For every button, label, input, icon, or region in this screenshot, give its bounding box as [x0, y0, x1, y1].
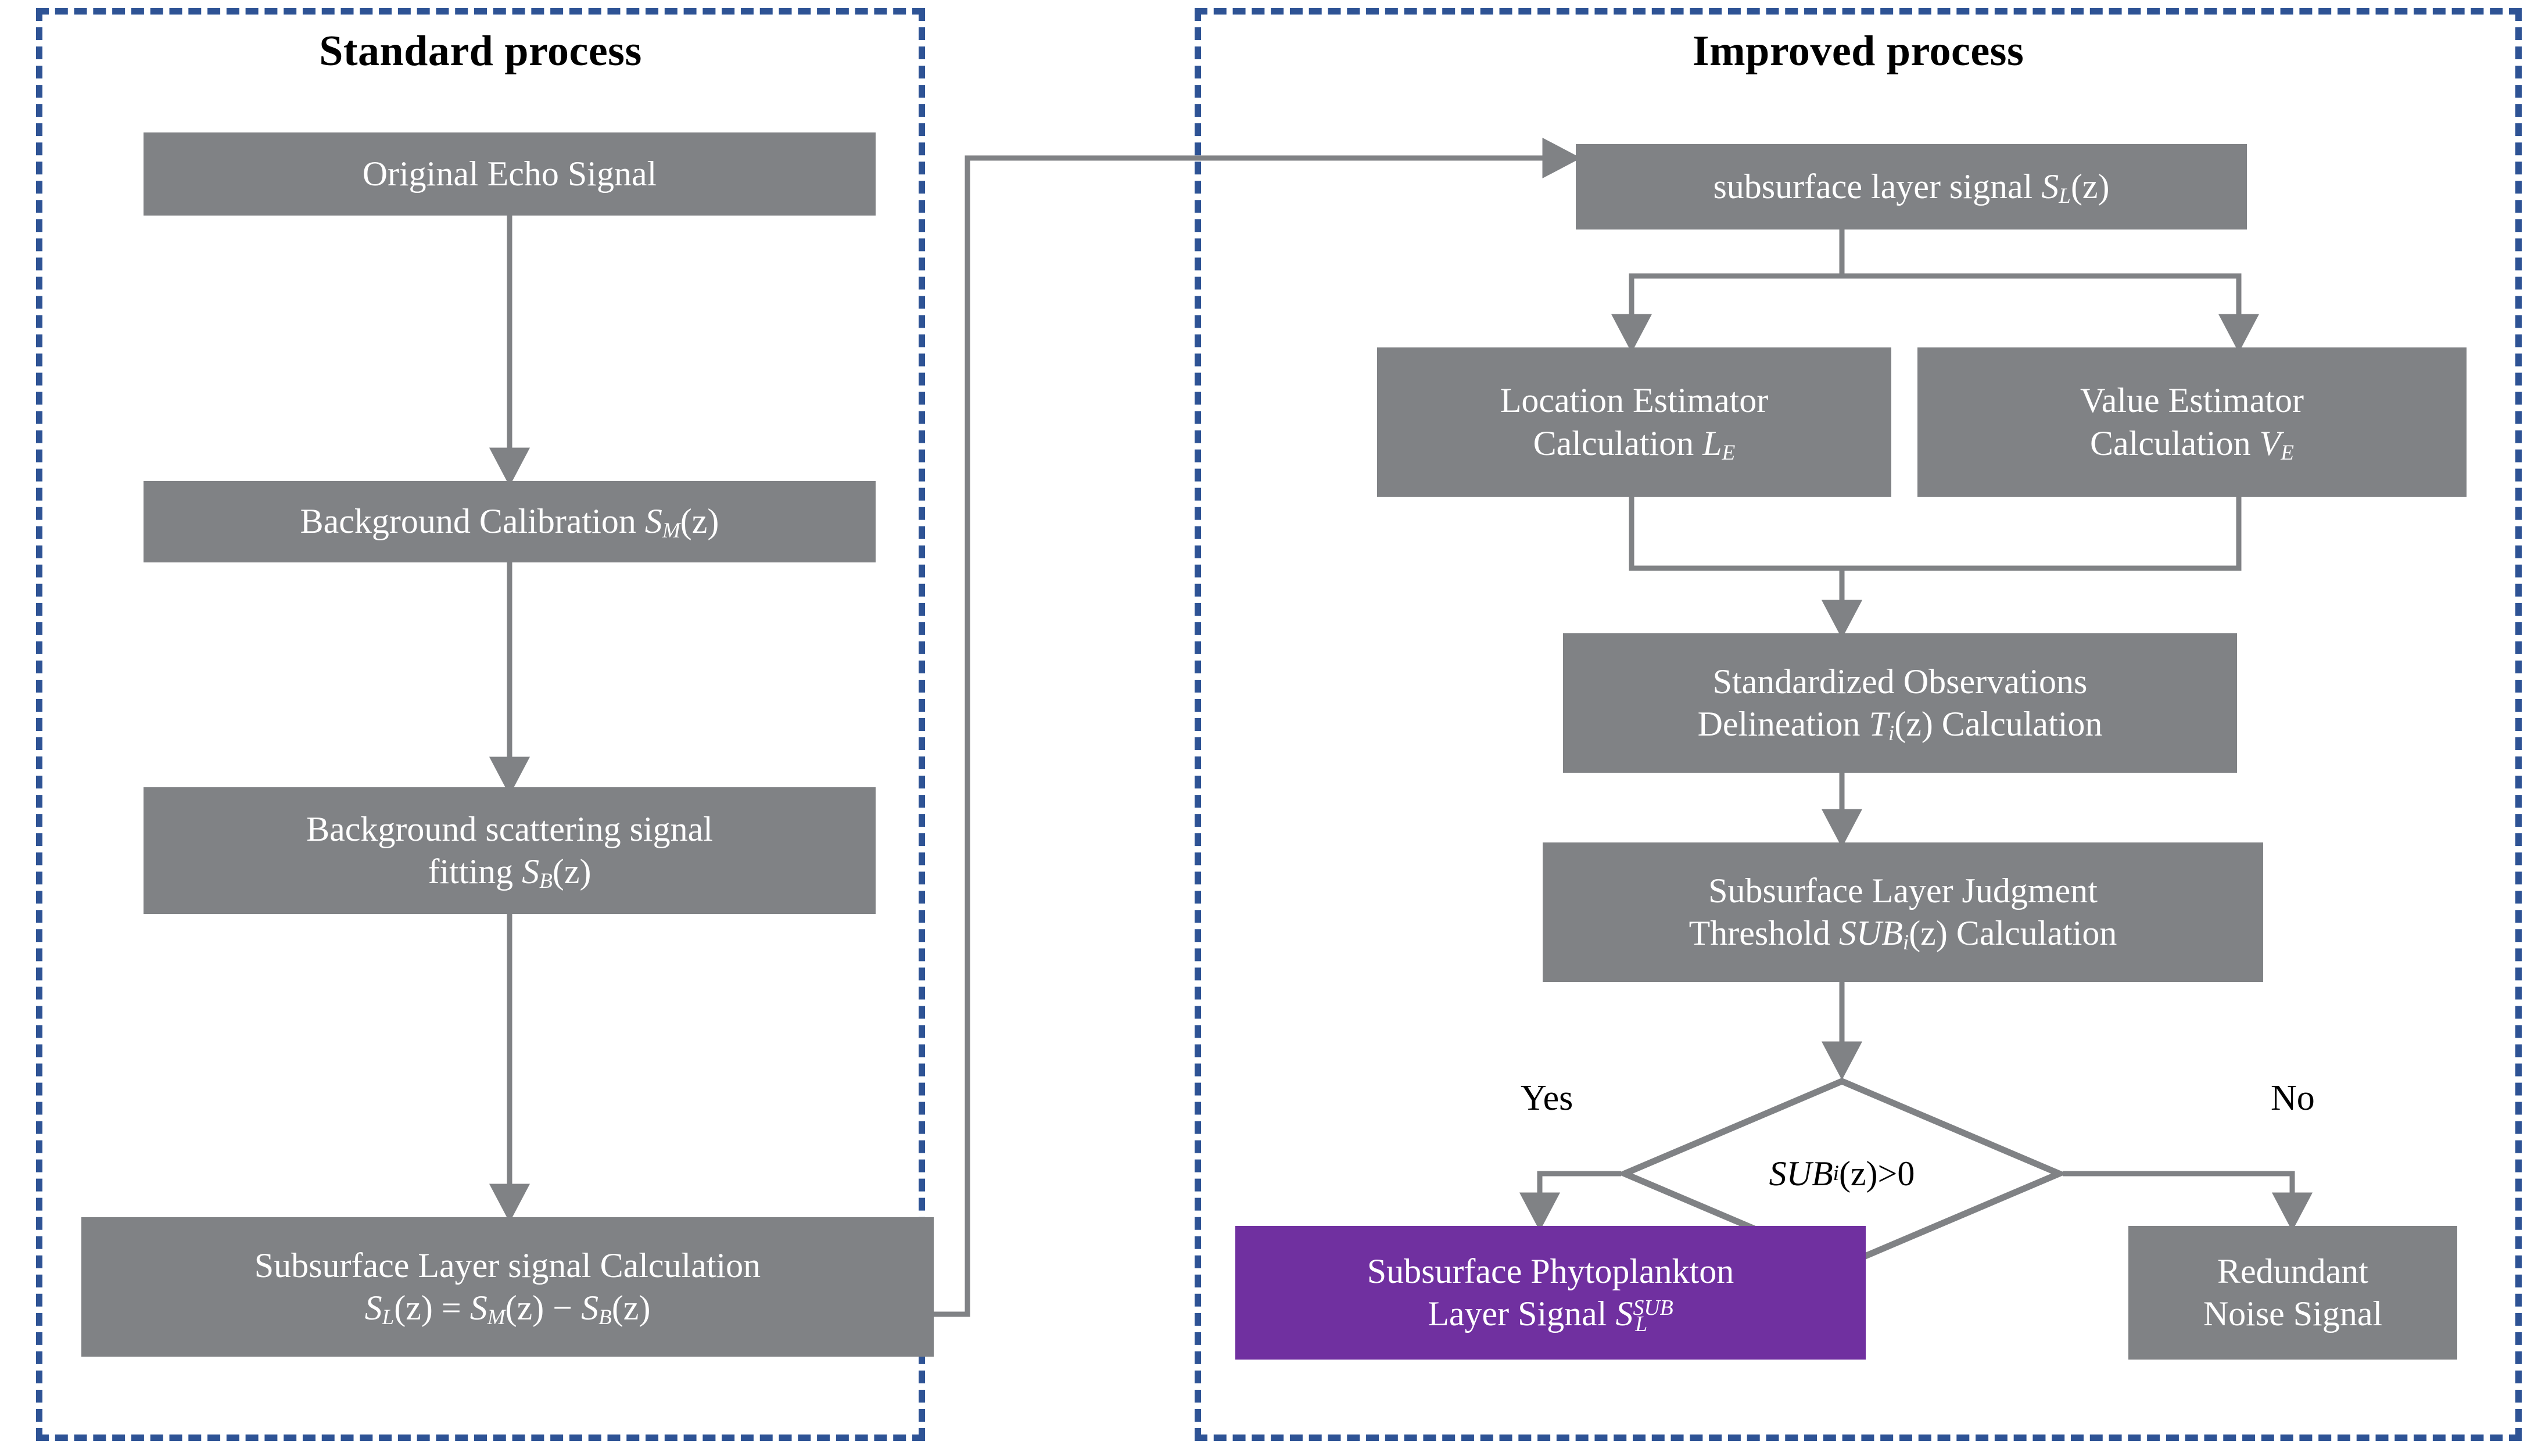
node-original-echo-signal[interactable]: Original Echo Signal: [144, 132, 876, 216]
node-subsurface-layer-signal[interactable]: subsurface layer signal SL(z): [1576, 144, 2247, 229]
node-label: Original Echo Signal: [362, 154, 657, 193]
panel-standard-process: [36, 8, 925, 1441]
panel-title-standard-process: Standard process: [319, 27, 642, 75]
branch-label-yes: Yes: [1521, 1078, 1573, 1118]
node-background-calibration[interactable]: Background Calibration SM(z): [144, 481, 876, 562]
node-label: subsurface layer signal SL(z): [1713, 167, 2110, 209]
branch-label-no: No: [2271, 1078, 2315, 1118]
node-label: Background Calibration SM(z): [300, 502, 719, 543]
panel-title-improved-process: Improved process: [1692, 27, 2024, 75]
